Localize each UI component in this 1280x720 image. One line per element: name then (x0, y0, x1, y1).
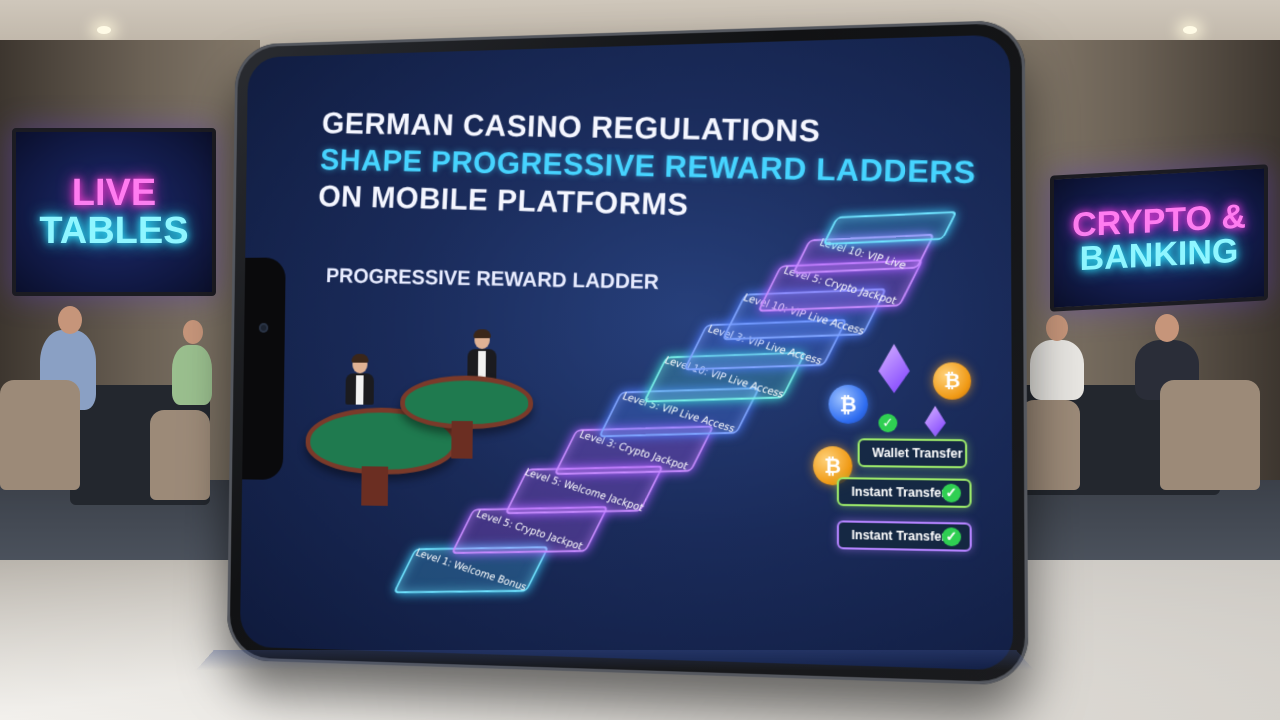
ladder-step-label: Level 1: Welcome Bonus (413, 547, 529, 593)
ceiling-light (97, 26, 111, 34)
ladder-step-11[interactable] (822, 210, 958, 246)
smartphone: GERMAN CASINO REGULATIONS SHAPE PROGRESS… (226, 19, 1029, 686)
crypto-banking-wall-screen: CRYPTO & BANKING (1050, 164, 1268, 312)
background-chair (1160, 380, 1260, 490)
ladder-step-label: Level 5: Crypto Jackpot (474, 508, 585, 553)
phone-screen: GERMAN CASINO REGULATIONS SHAPE PROGRESS… (239, 34, 1014, 671)
background-chair (1020, 400, 1080, 490)
check-icon: ✓ (941, 527, 962, 547)
phone-notch (240, 257, 286, 480)
phone-reflection (195, 650, 1035, 671)
live-tables-wall-screen: LIVE TABLES (12, 128, 216, 296)
background-person-head (183, 320, 203, 344)
background-person (1030, 340, 1084, 400)
transfer-label: Instant Transfer (851, 484, 947, 501)
live-tables-line2: TABLES (39, 210, 189, 252)
live-tables-line1: LIVE (71, 172, 157, 214)
instant-transfer-badge[interactable]: Instant Transfer ✓ (836, 520, 972, 552)
green-check-icon: ✓ (878, 413, 898, 433)
table-base (361, 466, 389, 506)
transfer-label: Instant Transfer (851, 527, 947, 545)
ceiling-light (1183, 26, 1197, 34)
instant-transfer-badge[interactable]: Instant Transfer ✓ (836, 477, 972, 508)
ladder-heading: PROGRESSIVE REWARD LADDER (325, 264, 660, 294)
crypto-banking-line2: BANKING (1079, 231, 1239, 279)
background-person-head (1046, 315, 1068, 341)
background-person (172, 345, 212, 405)
front-camera-icon (258, 323, 269, 333)
background-chair (150, 410, 210, 500)
transfer-label: Wallet Transfer (872, 445, 963, 461)
table-base (451, 420, 473, 459)
check-icon: ✓ (941, 483, 961, 503)
bitcoin-coin-icon: ₿ (932, 362, 972, 400)
background-chair (0, 380, 80, 490)
wallet-transfer-badge[interactable]: Wallet Transfer (857, 438, 968, 469)
background-person-head (1155, 314, 1179, 342)
background-person-head (58, 306, 82, 334)
ethereum-icon (878, 344, 910, 393)
ethereum-icon (925, 406, 946, 437)
bitcoin-blue-coin-icon: ₿ (828, 384, 869, 424)
